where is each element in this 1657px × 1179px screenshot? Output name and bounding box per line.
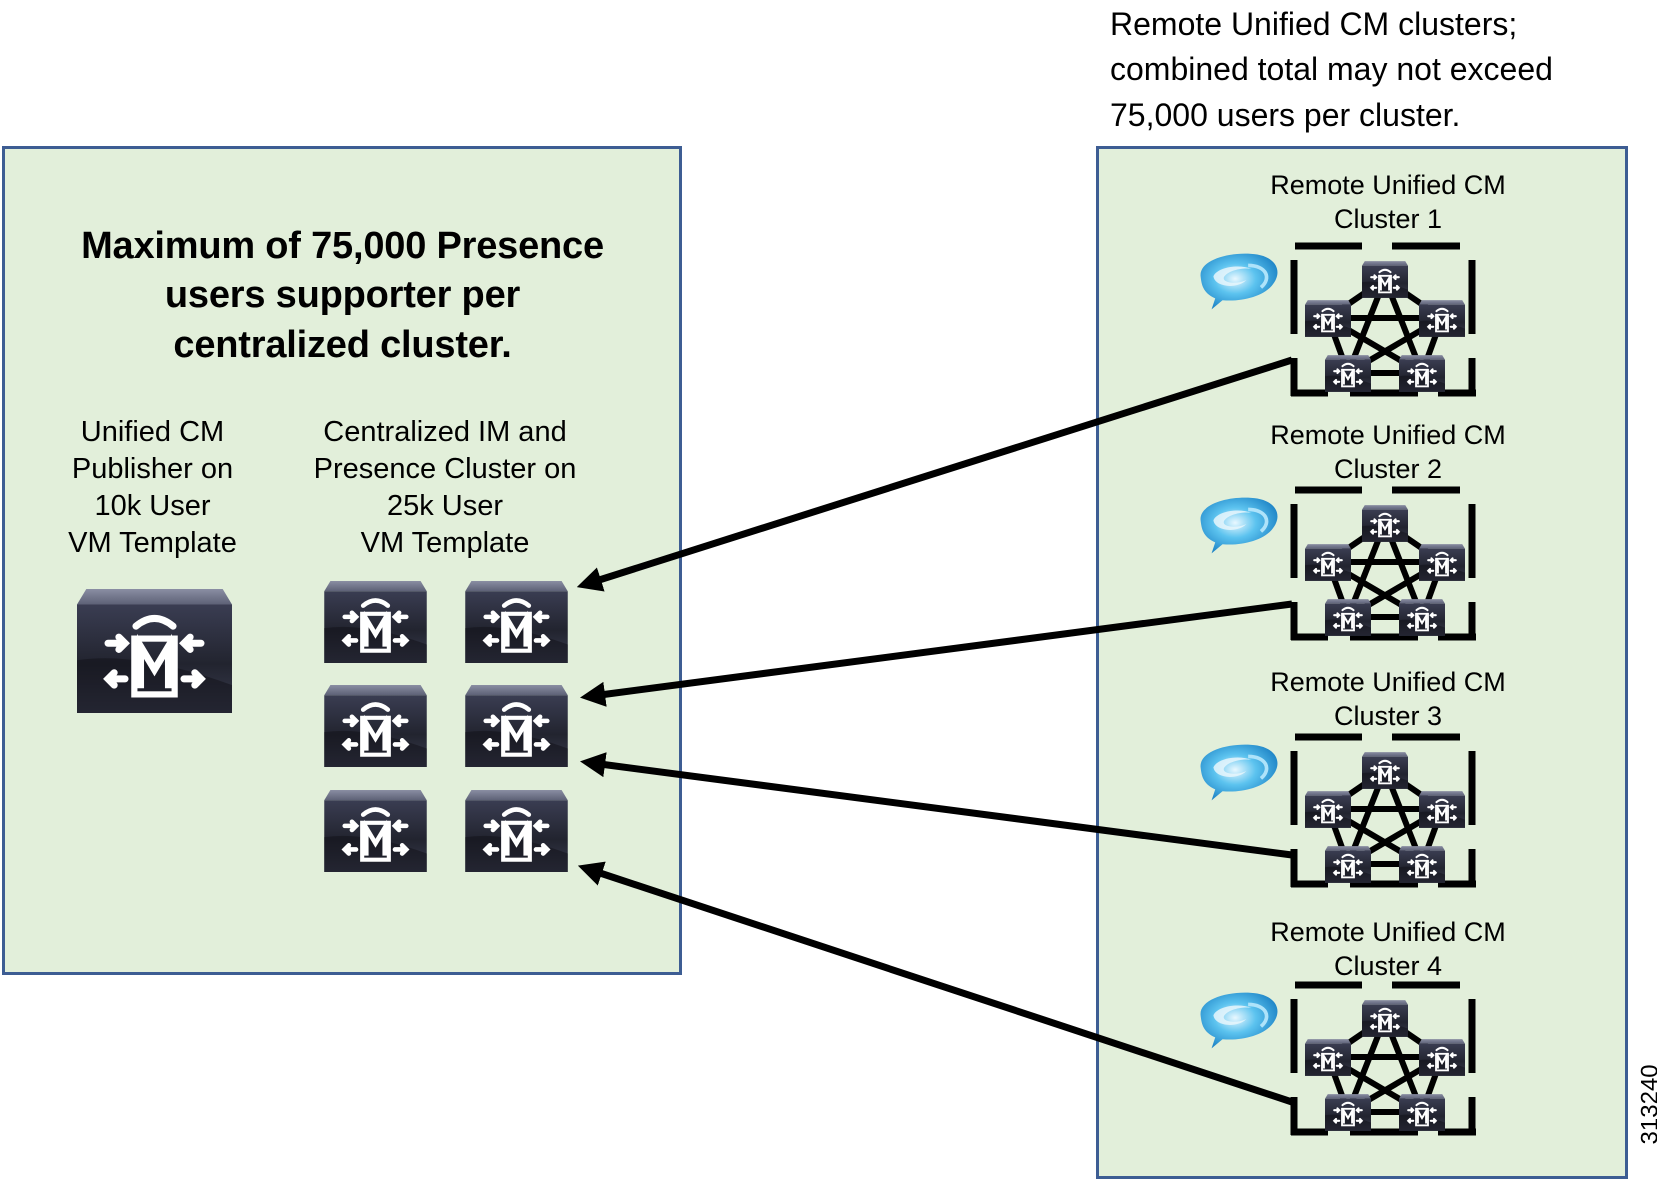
cluster-node-icon <box>1325 355 1371 392</box>
cluster-frame <box>1290 981 1476 1136</box>
cluster-node-icon <box>1419 1039 1465 1076</box>
remote-cluster-4 <box>1198 981 1476 1136</box>
publisher-label: Unified CM Publisher on 10k User VM Temp… <box>68 416 237 560</box>
cluster-node-icon <box>1399 846 1445 883</box>
cluster-node-icon <box>1362 261 1408 298</box>
im-presence-cluster-label: Centralized IM and Presence Cluster on 2… <box>313 416 577 560</box>
cluster-node-icon <box>1399 355 1445 392</box>
cluster-node-icon <box>1305 300 1351 337</box>
cluster-node-icon <box>1399 599 1445 636</box>
jabber-client-icon <box>1198 990 1280 1051</box>
cluster-frame <box>1290 486 1476 641</box>
cluster-node-icon <box>1305 544 1351 581</box>
jabber-client-icon <box>1198 251 1280 312</box>
remote-cluster-4-title: Remote Unified CM Cluster 4 <box>1270 917 1506 982</box>
im-presence-cluster-nodes <box>324 581 568 872</box>
arrow-cluster-3 <box>580 752 1293 859</box>
remote-clusters-note: Remote Unified CM clusters; combined tot… <box>1110 6 1553 133</box>
remote-cluster-1 <box>1198 242 1476 397</box>
cluster-node-icon <box>1399 1094 1445 1131</box>
publisher-server-icon <box>77 589 232 713</box>
centralized-capacity-headline: Maximum of 75,000 Presence users support… <box>81 225 604 366</box>
cluster-node-icon <box>1325 599 1371 636</box>
im-presence-node-icon <box>324 790 427 872</box>
cluster-node-icon <box>1419 300 1465 337</box>
cluster-node-icon <box>1325 846 1371 883</box>
arrow-cluster-2 <box>580 600 1293 707</box>
remote-cluster-2 <box>1198 486 1476 641</box>
cluster-node-icon <box>1362 752 1408 789</box>
cluster-node-icon <box>1325 1094 1371 1131</box>
jabber-client-icon <box>1198 742 1280 803</box>
remote-cluster-3 <box>1198 733 1476 888</box>
cluster-node-icon <box>1362 1000 1408 1037</box>
cluster-frame <box>1290 242 1476 397</box>
remote-cluster-1-title: Remote Unified CM Cluster 1 <box>1270 170 1506 235</box>
arrow-cluster-1 <box>576 356 1294 592</box>
im-presence-node-icon <box>324 685 427 767</box>
jabber-client-icon <box>1198 495 1280 556</box>
cluster-node-icon <box>1362 505 1408 542</box>
connection-arrows <box>576 356 1294 1106</box>
cluster-node-icon <box>1419 544 1465 581</box>
im-presence-node-icon <box>465 790 568 872</box>
cluster-node-icon <box>1305 791 1351 828</box>
cluster-frame <box>1290 733 1476 888</box>
im-presence-node-icon <box>324 581 427 663</box>
remote-cluster-3-title: Remote Unified CM Cluster 3 <box>1270 667 1506 732</box>
im-presence-node-icon <box>465 581 568 663</box>
cluster-node-icon <box>1305 1039 1351 1076</box>
cluster-node-icon <box>1419 791 1465 828</box>
remote-cluster-2-title: Remote Unified CM Cluster 2 <box>1270 420 1506 485</box>
im-presence-node-icon <box>465 685 568 767</box>
arrow-cluster-4 <box>577 861 1294 1106</box>
